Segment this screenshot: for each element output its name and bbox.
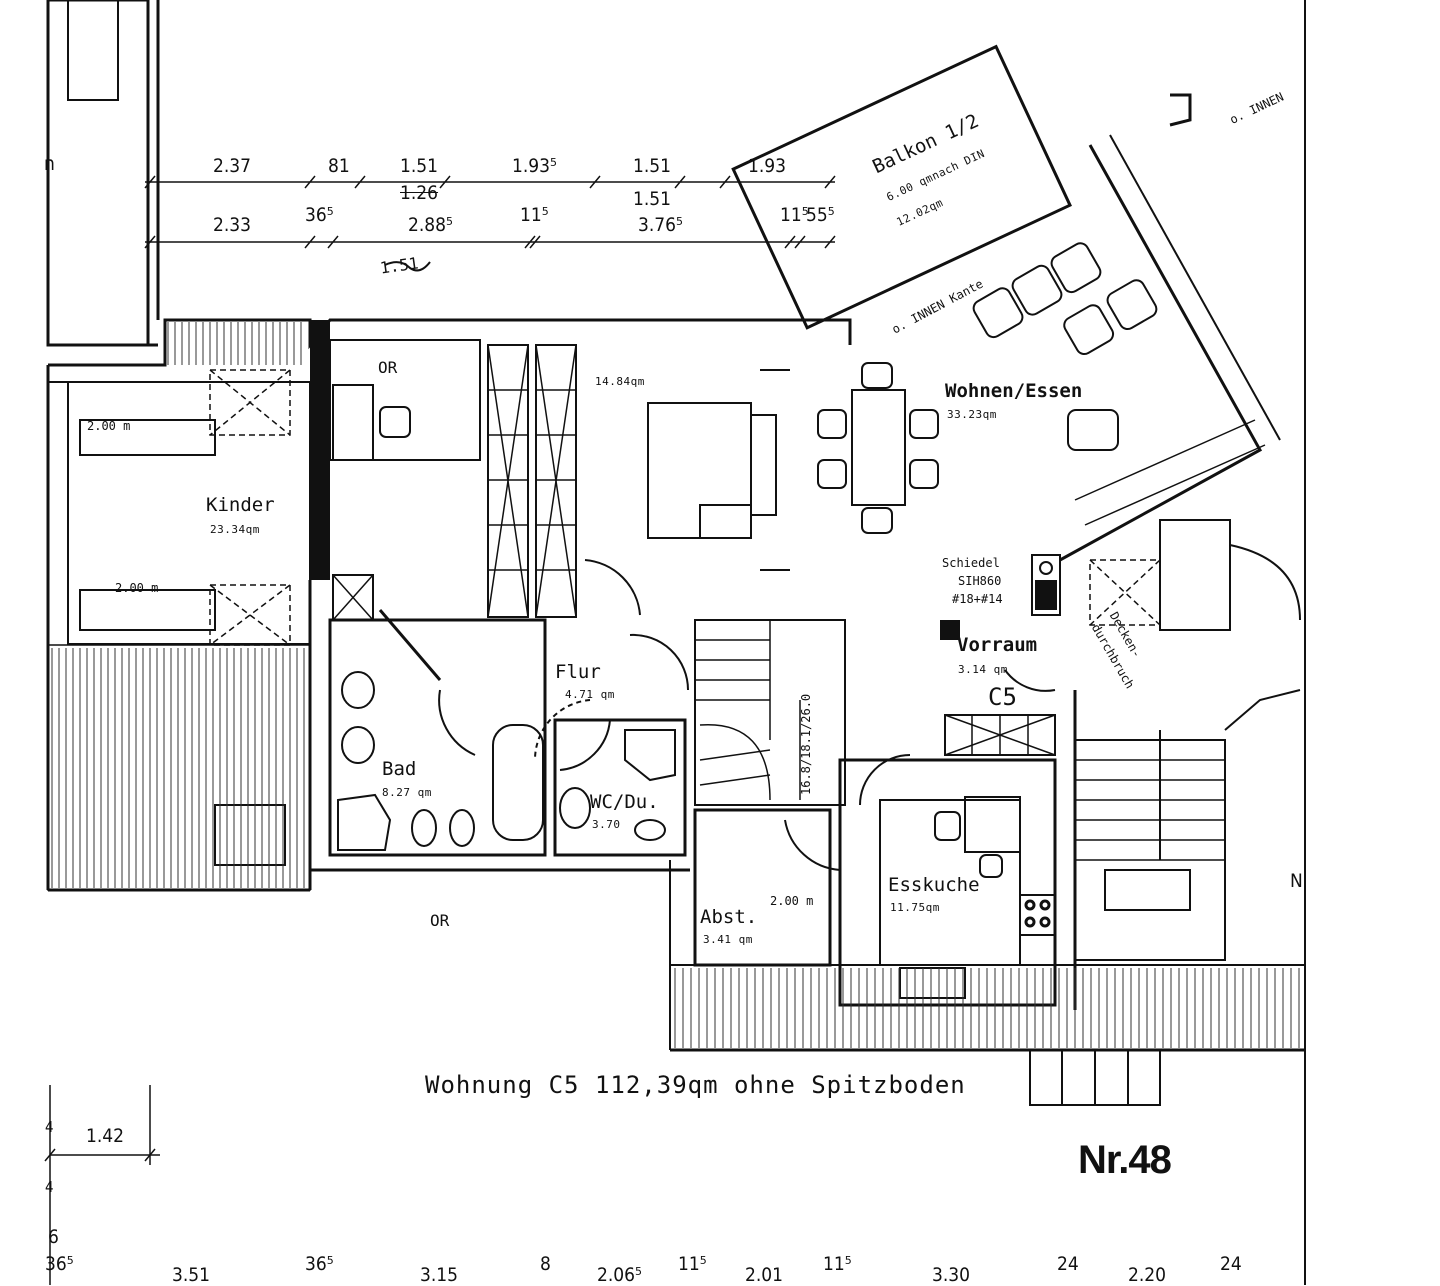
- balcony-outline: [731, 44, 1072, 330]
- room-name-wohnen: Wohnen/Essen: [945, 380, 1083, 402]
- room-area-wc: 3.70: [592, 818, 621, 831]
- room-area-bedroom: 14.84qm: [595, 375, 645, 388]
- dim-bottom-top-3: 11⁵: [823, 1253, 852, 1275]
- dim-left-col-0: 4: [45, 1118, 54, 1136]
- dim-top1-4: 1.51: [633, 155, 672, 177]
- dim-bottom-top-0: 36⁵: [305, 1253, 334, 1275]
- dim-top1-5: 1.93: [748, 155, 787, 177]
- apartment-title: Wohnung C5 112,39qm ohne Spitzboden: [425, 1071, 966, 1099]
- dim-bottom-top-2: 11⁵: [678, 1253, 707, 1275]
- n-right-note: N: [1290, 870, 1303, 892]
- dim-top1-3: 1.93⁵: [512, 155, 557, 177]
- room-area2-balkon: 12.02qm: [894, 196, 946, 229]
- dim-top2-5: 11⁵: [780, 204, 809, 226]
- or-top-note: OR: [378, 358, 398, 377]
- dim-bottom-4: 3.30: [932, 1264, 971, 1286]
- dim-top1-0: 2.37: [213, 155, 252, 177]
- n-left-note: n: [44, 153, 55, 175]
- left-upper-object: [67, 0, 119, 101]
- dim-top2-4: 3.76⁵: [638, 214, 683, 236]
- room-area-vorraum: 3.14 qm: [958, 663, 1008, 676]
- dim-left-side: 1.42: [86, 1125, 125, 1147]
- dim-top1-2: 1.51: [400, 155, 439, 177]
- height-note-2: 2.00 m: [115, 581, 159, 595]
- dim-top2-6: 55⁵: [806, 204, 835, 226]
- handwritten-note: 1.51: [378, 253, 420, 278]
- schiedel-line-3: #18+#14: [952, 592, 1003, 606]
- dim-top2-0: 2.33: [213, 214, 252, 236]
- dim-bottom-top-4: 24: [1057, 1253, 1079, 1275]
- room-name-kinder: Kinder: [206, 494, 275, 516]
- dim-bottom-1: 3.15: [420, 1264, 459, 1286]
- height-note-abst: 2.00 m: [770, 894, 814, 908]
- dim-left-col-1: 4: [45, 1178, 54, 1196]
- room-name-abst: Abst.: [700, 906, 758, 928]
- dim-top2-2: 2.88⁵: [408, 214, 453, 236]
- room-name-bad: Bad: [382, 758, 417, 780]
- height-note-1: 2.00 m: [87, 419, 131, 433]
- dim-mid-0: 1.26: [400, 182, 439, 204]
- dim-left-col-2: 6: [48, 1226, 59, 1248]
- or-bottom-note: OR: [430, 911, 450, 930]
- room-name-esskuche: Esskuche: [888, 874, 980, 896]
- room-name-vorraum: Vorraum: [957, 634, 1038, 656]
- room-area-wohnen: 33.23qm: [947, 408, 997, 421]
- room-area-bad: 8.27 qm: [382, 786, 432, 799]
- room-area-kinder: 23.34qm: [210, 523, 260, 536]
- room-area-abst: 3.41 qm: [703, 933, 753, 946]
- dim-top1-1: 81: [328, 155, 350, 177]
- innen-kante-note: o. INNEN Kante: [889, 276, 986, 337]
- dim-top2-1: 36⁵: [305, 204, 334, 226]
- room-area-esskuche: 11.75qm: [890, 901, 940, 914]
- dim-top2-3: 11⁵: [520, 204, 549, 226]
- apartment-number: Nr.48: [1078, 1138, 1172, 1182]
- innen-top-note: o. INNEN: [1227, 89, 1286, 127]
- unit-label: C5: [988, 683, 1017, 711]
- dim-mid-1: 1.51: [633, 188, 672, 210]
- room-name-flur: Flur: [555, 661, 601, 683]
- dim-bottom-3: 2.01: [745, 1264, 784, 1286]
- room-name-wc: WC/Du.: [590, 791, 659, 813]
- room-area-flur: 4.71 qm: [565, 688, 615, 701]
- schiedel-line-1: Schiedel: [942, 556, 1000, 570]
- dim-bottom-0: 3.51: [172, 1264, 211, 1286]
- stair-note: 16.8/18.1/26.0: [799, 693, 813, 795]
- dim-bottom-top-1: 8: [540, 1253, 551, 1275]
- schiedel-line-2: SIH860: [958, 574, 1002, 588]
- dim-left-col-3: 36⁵: [45, 1253, 74, 1275]
- dim-bottom-5: 2.20: [1128, 1264, 1167, 1286]
- dim-bottom-2: 2.06⁵: [597, 1264, 642, 1286]
- dim-bottom-top-5: 24: [1220, 1253, 1242, 1275]
